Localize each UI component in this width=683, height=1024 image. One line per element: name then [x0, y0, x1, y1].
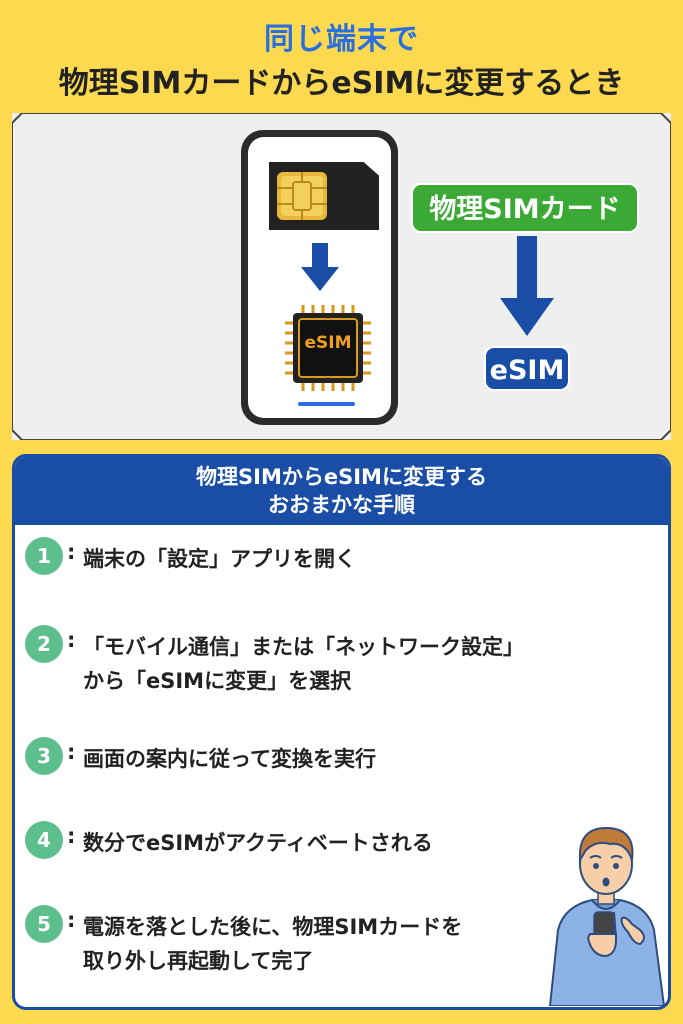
- title-line-2: 物理SIMカードからeSIMに変更するとき: [58, 66, 625, 101]
- esim-label: eSIM: [484, 346, 570, 391]
- person-with-phone-icon: [548, 826, 666, 1006]
- physical-sim-label: 物理SIMカード: [411, 183, 639, 233]
- step-colon: :: [67, 540, 76, 564]
- sim-chip-icon: [277, 172, 327, 220]
- panel-frame: [12, 113, 671, 440]
- step-text-line-1: 数分でeSIMがアクティベートされる: [83, 831, 433, 855]
- esim-chip-graphic: [285, 305, 371, 391]
- arrow-down-icon: [500, 236, 554, 336]
- title-line-1: 同じ端末で: [264, 22, 419, 57]
- step-text: 電源を落とした後に、物理SIMカードを 取り外し再起動して完了: [83, 910, 623, 978]
- step-colon: :: [67, 628, 76, 652]
- smartphone-icon: eSIM: [241, 130, 398, 425]
- step-text-line-2: から「eSIMに変更」を選択: [83, 669, 352, 693]
- steps-card: 物理SIMからeSIMに変更する おおまかな手順 1 : 端末の「設定」アプリを…: [12, 454, 671, 1010]
- steps-header: 物理SIMからeSIMに変更する おおまかな手順: [15, 457, 668, 525]
- esim-chip-icon: eSIM: [285, 305, 371, 395]
- step-colon: :: [67, 740, 76, 764]
- step-text: 画面の案内に従って変換を実行: [83, 742, 623, 776]
- esim-chip-label: eSIM: [304, 333, 352, 353]
- step-colon: :: [67, 908, 76, 932]
- step-colon: :: [67, 824, 76, 848]
- home-indicator: [298, 402, 355, 406]
- step-number-badge: 5: [25, 905, 63, 943]
- step-number-badge: 1: [25, 537, 63, 575]
- arrow-down-icon: [301, 243, 339, 291]
- step-text: 端末の「設定」アプリを開く: [83, 542, 623, 576]
- step-text-line-1: 端末の「設定」アプリを開く: [83, 547, 356, 571]
- step-number-badge: 3: [25, 737, 63, 775]
- step-text-line-1: 画面の案内に従って変換を実行: [83, 747, 376, 771]
- step-text-line-2: 取り外し再起動して完了: [83, 949, 314, 973]
- sim-card-icon: [269, 162, 379, 230]
- steps-header-line-1: 物理SIMからeSIMに変更する: [196, 465, 487, 489]
- steps-header-line-2: おおまかな手順: [268, 493, 415, 517]
- step-text: 数分でeSIMがアクティベートされる: [83, 826, 623, 860]
- step-number-badge: 2: [25, 625, 63, 663]
- phone-screen: eSIM: [248, 137, 391, 418]
- step-number-badge: 4: [25, 821, 63, 859]
- step-text-line-1: 電源を落とした後に、物理SIMカードを: [83, 915, 463, 939]
- step-text: 「モバイル通信」または「ネットワーク設定」 から「eSIMに変更」を選択: [83, 630, 623, 698]
- step-text-line-1: 「モバイル通信」または「ネットワーク設定」: [83, 635, 524, 659]
